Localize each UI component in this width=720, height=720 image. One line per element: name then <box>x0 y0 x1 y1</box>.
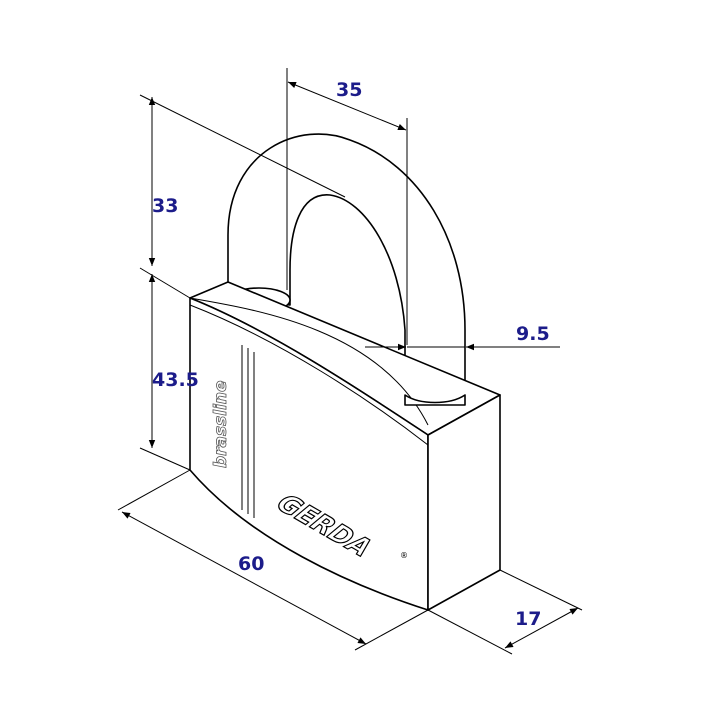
registered-mark: ® <box>400 551 408 560</box>
dim-shackle-height: 33 <box>152 195 178 217</box>
dim-body-depth: 17 <box>515 608 541 630</box>
dim-shackle-width: 35 <box>336 79 362 101</box>
dim-shackle-diameter: 9.5 <box>516 323 550 345</box>
dim-body-height: 43.5 <box>152 369 199 391</box>
dim-body-width: 60 <box>238 553 264 575</box>
dimension-lines <box>117 68 583 655</box>
series-label: brassline <box>211 380 231 468</box>
